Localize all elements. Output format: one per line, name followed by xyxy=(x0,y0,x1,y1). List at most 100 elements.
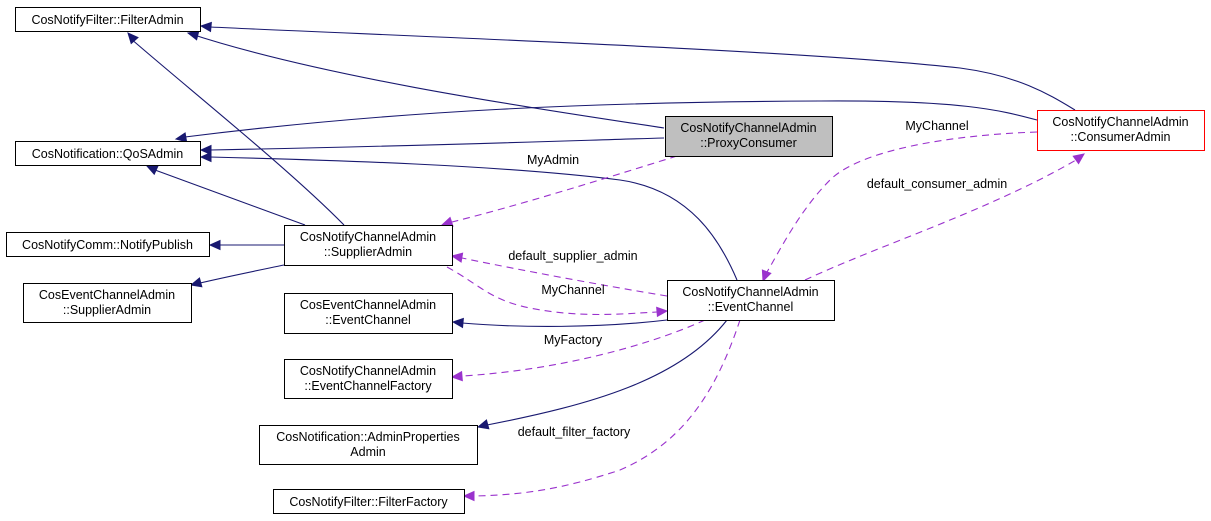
arrowhead-icon xyxy=(127,32,139,45)
node-label: ::ProxyConsumer xyxy=(700,136,797,150)
node-box xyxy=(284,293,453,334)
node-label: CosNotifyChannelAdmin xyxy=(300,364,436,378)
arrowhead-icon xyxy=(462,490,475,502)
node-label: CosEventChannelAdmin xyxy=(300,298,436,312)
node-box xyxy=(15,141,201,166)
edge-consumer-admin-to-event-channel xyxy=(761,131,1038,283)
node-label: ::EventChannel xyxy=(708,300,793,314)
class-node-filter-factory[interactable]: CosNotifyFilter::FilterFactory xyxy=(273,489,465,514)
edge-event-channel-to-cosevent-event-channel xyxy=(451,317,668,329)
node-label: CosNotifyComm::NotifyPublish xyxy=(22,238,193,252)
class-node-consumer-admin[interactable]: CosNotifyChannelAdmin::ConsumerAdmin xyxy=(1037,110,1205,151)
class-node-cosevent-supplier-admin[interactable]: CosEventChannelAdmin::SupplierAdmin xyxy=(23,283,192,323)
edge-proxy-consumer-to-filter-admin xyxy=(186,30,665,129)
arrowhead-icon xyxy=(450,252,464,263)
node-box xyxy=(665,116,833,157)
node-label: CosNotification::QoSAdmin xyxy=(32,147,184,161)
class-node-supplier-admin[interactable]: CosNotifyChannelAdmin::SupplierAdmin xyxy=(284,225,453,266)
class-node-event-channel[interactable]: CosNotifyChannelAdmin::EventChannel xyxy=(667,280,835,321)
arrowhead-icon xyxy=(199,21,212,33)
node-box xyxy=(6,232,210,257)
arrowhead-icon xyxy=(208,239,221,251)
edge-supplier-admin-to-cosevent-supplier-admin xyxy=(189,264,285,288)
edge-event-channel-to-consumer-admin xyxy=(804,153,1085,281)
edge-line xyxy=(451,155,678,223)
edge-label: default_consumer_admin xyxy=(867,177,1007,191)
edge-supplier-admin-to-qos-admin xyxy=(145,165,306,226)
edges-layer xyxy=(127,21,1085,502)
edge-line xyxy=(766,131,1038,273)
edge-label: MyChannel xyxy=(541,283,604,297)
edge-line xyxy=(209,26,1076,111)
arrowhead-icon xyxy=(145,165,159,176)
edge-supplier-admin-to-filter-admin xyxy=(127,32,345,226)
edge-line xyxy=(461,319,706,377)
edge-line xyxy=(199,264,285,284)
node-box xyxy=(284,225,453,266)
node-label: ::SupplierAdmin xyxy=(63,303,151,317)
node-label: CosNotifyChannelAdmin xyxy=(680,121,816,135)
edge-event-channel-to-admin-properties-admin xyxy=(476,319,728,430)
edge-supplier-admin-to-notify-publish xyxy=(208,239,284,251)
edge-label: default_filter_factory xyxy=(518,425,631,439)
class-node-notify-publish[interactable]: CosNotifyComm::NotifyPublish xyxy=(6,232,210,257)
edge-line xyxy=(154,169,306,226)
edge-line xyxy=(486,319,728,426)
edge-label: MyFactory xyxy=(544,333,603,347)
node-label: CosNotifyChannelAdmin xyxy=(1052,115,1188,129)
edge-line xyxy=(473,319,741,497)
edge-line xyxy=(461,319,668,327)
node-label: CosNotifyChannelAdmin xyxy=(300,230,436,244)
node-label: ::ConsumerAdmin xyxy=(1070,130,1170,144)
node-box xyxy=(273,489,465,514)
arrowhead-icon xyxy=(199,151,212,163)
edge-event-channel-to-event-channel-factory xyxy=(450,319,706,382)
node-label: CosNotifyChannelAdmin xyxy=(682,285,818,299)
arrowhead-icon xyxy=(1072,153,1085,165)
edge-line xyxy=(184,100,1038,138)
arrowhead-icon xyxy=(761,269,772,283)
edge-consumer-admin-to-qos-admin xyxy=(174,100,1038,143)
arrowhead-icon xyxy=(656,306,669,318)
arrowhead-icon xyxy=(189,277,203,288)
edge-proxy-consumer-to-supplier-admin xyxy=(440,155,678,227)
node-label: ::EventChannelFactory xyxy=(304,379,432,393)
class-node-proxy-consumer[interactable]: CosNotifyChannelAdmin::ProxyConsumer xyxy=(665,116,833,157)
edge-line xyxy=(209,156,738,281)
class-node-event-channel-factory[interactable]: CosNotifyChannelAdmin::EventChannelFacto… xyxy=(284,359,453,399)
arrowhead-icon xyxy=(186,30,200,41)
class-node-cosevent-event-channel[interactable]: CosEventChannelAdmin::EventChannel xyxy=(284,293,453,334)
edge-proxy-consumer-to-qos-admin xyxy=(199,137,665,156)
node-box xyxy=(667,280,835,321)
edge-labels-layer: MyAdmin default_supplier_adminMyChannelMy… xyxy=(508,119,1007,439)
edge-line xyxy=(187,32,665,129)
edge-label: default_supplier_admin xyxy=(508,249,637,263)
arrowhead-icon xyxy=(174,132,188,143)
arrowhead-icon xyxy=(440,216,454,227)
class-node-filter-admin[interactable]: CosNotifyFilter::FilterAdmin xyxy=(15,7,201,32)
edge-event-channel-to-qos-admin xyxy=(199,151,738,281)
node-label: CosNotification::AdminProperties xyxy=(276,430,459,444)
node-box xyxy=(1037,110,1205,151)
node-label: CosNotifyFilter::FilterFactory xyxy=(289,495,448,509)
class-node-qos-admin[interactable]: CosNotification::QoSAdmin xyxy=(15,141,201,166)
edge-event-channel-to-filter-factory xyxy=(462,319,741,502)
node-label: Admin xyxy=(350,445,385,459)
edge-supplier-admin-to-event-channel xyxy=(446,266,669,318)
edge-line xyxy=(804,159,1077,281)
node-label: CosNotifyFilter::FilterAdmin xyxy=(31,13,183,27)
nodes-layer: CosNotifyFilter::FilterAdminCosNotificat… xyxy=(6,7,1205,514)
node-box xyxy=(15,7,201,32)
edge-consumer-admin-to-filter-admin xyxy=(199,21,1076,111)
arrowhead-icon xyxy=(450,370,463,382)
node-label: CosEventChannelAdmin xyxy=(39,288,175,302)
edge-line xyxy=(209,137,665,151)
edge-label: MyAdmin xyxy=(527,153,579,167)
node-box xyxy=(23,283,192,323)
node-label: ::SupplierAdmin xyxy=(324,245,412,259)
arrowhead-icon xyxy=(199,144,212,156)
edge-event-channel-to-supplier-admin xyxy=(450,252,668,297)
edge-line xyxy=(461,257,668,297)
